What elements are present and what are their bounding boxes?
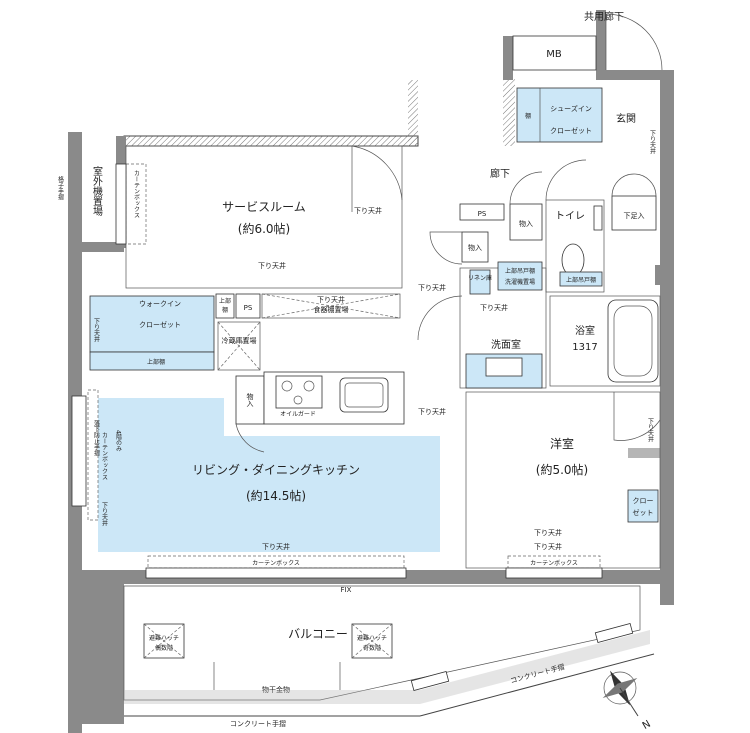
svg-text:下足入: 下足入	[624, 212, 645, 220]
bathroom-label: 浴室	[575, 324, 595, 337]
svg-text:下り天井: 下り天井	[354, 206, 382, 215]
svg-text:避難ハッチ: 避難ハッチ	[149, 634, 179, 642]
hallway-label: 廊下	[490, 167, 510, 180]
entrance-door[interactable]	[605, 13, 663, 71]
svg-text:上部: 上部	[219, 297, 231, 305]
storage-door[interactable]	[235, 423, 265, 453]
svg-text:上部棚: 上部棚	[147, 358, 165, 366]
svg-text:カーテンボックス: カーテンボックス	[101, 432, 108, 480]
bathroom: 浴室 1317	[549, 295, 661, 387]
ldk-room: リビング・ダイニングキッチン (約14.5帖) 4階のみ 落下防止手摺 カーテン…	[93, 398, 446, 569]
svg-text:物干金物: 物干金物	[262, 685, 290, 694]
svg-text:ウォークイン: ウォークイン	[139, 300, 181, 308]
mb-label: MB	[546, 49, 562, 60]
svg-text:冷蔵庫置場: 冷蔵庫置場	[222, 336, 257, 345]
svg-text:クローゼット: クローゼット	[550, 126, 592, 135]
service-room-door[interactable]	[351, 145, 403, 212]
svg-text:下り天井: 下り天井	[418, 283, 446, 292]
shoe-storage: 下足入	[611, 173, 657, 231]
washroom: リネン庫 上部吊戸棚 洗濯機置場 下り天井 洗面室	[417, 261, 547, 389]
svg-text:下り天井: 下り天井	[534, 528, 562, 537]
svg-text:上部吊戸棚: 上部吊戸棚	[505, 267, 535, 275]
svg-text:PS: PS	[478, 210, 487, 218]
common-corridor-label: 共用廊下	[584, 10, 624, 23]
svg-text:PS: PS	[244, 304, 253, 312]
svg-text:物入: 物入	[519, 219, 533, 228]
svg-text:下り天井: 下り天井	[534, 542, 562, 551]
compass: N	[602, 670, 653, 732]
ldk-label: リビング・ダイニングキッチン	[192, 462, 360, 477]
svg-text:下り天井: 下り天井	[317, 295, 345, 304]
dish-shelf: 下り天井 食器棚置場	[261, 293, 401, 319]
svg-text:下り天井: 下り天井	[418, 407, 446, 416]
svg-text:落下防止手摺: 落下防止手摺	[93, 419, 100, 457]
ldk-size: (約14.5帖)	[246, 488, 306, 503]
sink	[339, 377, 389, 413]
svg-text:下り天井: 下り天井	[258, 261, 286, 270]
mb-box: MB	[512, 35, 597, 71]
drop-ceiling-entrance: 下り天井	[649, 130, 656, 155]
svg-text:カーテンボックス: カーテンボックス	[252, 559, 300, 567]
washroom-label: 洗面室	[491, 338, 521, 351]
fridge-space: 冷蔵庫置場	[217, 321, 261, 371]
svg-text:棚: 棚	[525, 112, 531, 120]
service-room-size: (約6.0帖)	[238, 221, 290, 236]
bath-size: 1317	[572, 342, 597, 353]
walk-in-closet: ウォークイン クローゼット 上部棚 下り天井 上部 棚 PS	[89, 293, 261, 371]
svg-text:クローゼット: クローゼット	[139, 320, 181, 329]
concrete-railing-bottom: コンクリート手摺	[230, 719, 286, 728]
hall-storage: PS 物入 物入 下り天井	[418, 171, 543, 292]
svg-text:棚: 棚	[222, 306, 228, 314]
railing-label: 格子手摺	[57, 175, 64, 201]
western-window	[505, 567, 603, 579]
ldk-side-window	[71, 395, 87, 507]
toilet-label: トイレ	[555, 211, 585, 222]
western-room-size: (約5.0帖)	[536, 462, 588, 477]
svg-text:下り天井: 下り天井	[262, 542, 290, 551]
svg-text:4階のみ: 4階のみ	[115, 430, 122, 453]
svg-text:物入: 物入	[468, 243, 482, 252]
western-room: 洋室 (約5.0帖) 下り天井 クロー ゼット 下り天井 下り天井 カーテンボッ…	[465, 391, 661, 569]
kitchen-counter: 物入 オイルガード	[235, 371, 405, 425]
svg-text:カーテンボックス: カーテンボックス	[530, 559, 578, 567]
svg-text:食器棚置場: 食器棚置場	[314, 305, 349, 314]
svg-text:カーテンボックス: カーテンボックス	[133, 170, 140, 218]
north-label: N	[641, 719, 653, 732]
svg-text:奇数階: 奇数階	[363, 644, 381, 652]
western-room-label: 洋室	[550, 436, 574, 451]
svg-text:シューズイン: シューズイン	[550, 104, 592, 113]
entrance-label: 玄関	[616, 112, 636, 125]
svg-text:下り天井: 下り天井	[93, 318, 100, 343]
shoes-in-closet: 棚 シューズイン クローゼット	[516, 87, 603, 143]
svg-text:リネン庫: リネン庫	[468, 274, 492, 282]
svg-text:上部吊戸棚: 上部吊戸棚	[566, 276, 596, 284]
toilet-room: トイレ 上部吊戸棚	[545, 159, 605, 293]
service-room: サービスルーム (約6.0帖) 下り天井 下り天井 カーテンボックス	[125, 145, 403, 289]
svg-text:ゼット: ゼット	[633, 508, 654, 517]
outdoor-unit-label: 室外機置場	[91, 165, 103, 217]
ldk-window	[145, 567, 407, 579]
svg-text:下り天井: 下り天井	[480, 303, 508, 312]
svg-text:避難ハッチ: 避難ハッチ	[357, 634, 387, 642]
service-room-label: サービスルーム	[222, 200, 306, 214]
svg-text:物入: 物入	[246, 392, 254, 407]
svg-text:偶数階: 偶数階	[155, 644, 173, 652]
fix-label: FIX	[341, 586, 352, 594]
balcony: バルコニー 避難ハッチ 偶数階 避難ハッチ 奇数階 物干金物	[123, 585, 641, 701]
svg-text:オイルガード: オイルガード	[280, 410, 316, 418]
svg-text:クロー: クロー	[633, 497, 654, 505]
svg-text:下り天井: 下り天井	[101, 502, 108, 527]
stove	[275, 375, 323, 409]
service-window	[115, 163, 127, 245]
svg-text:洗濯機置場: 洗濯機置場	[505, 278, 535, 286]
balcony-label: バルコニー	[288, 627, 348, 641]
